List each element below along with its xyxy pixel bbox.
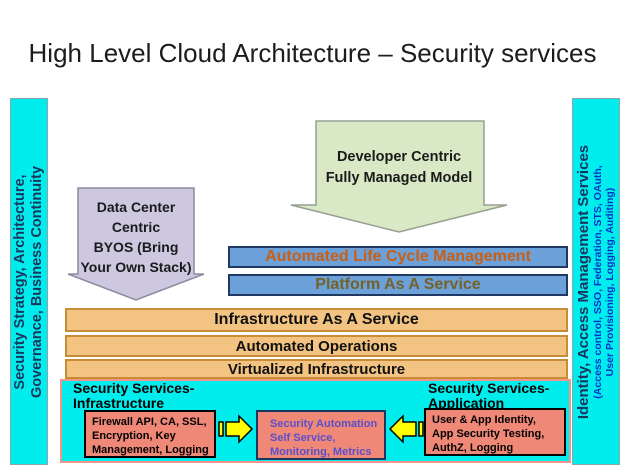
data-center-line: Centric <box>111 219 161 235</box>
data-center-line: BYOS (Bring <box>93 239 179 255</box>
arrow-tail-stripe <box>418 421 424 437</box>
diagram-title: High Level Cloud Architecture – Security… <box>28 38 597 68</box>
developer-centric-down-arrow-icon <box>290 120 508 233</box>
layer-automated-lifecycle-management: Automated Life Cycle Management <box>228 246 568 268</box>
security-automation-box: Security Automation Self Service, Monito… <box>256 410 386 460</box>
application-security-box: User & App Identity, App Security Testin… <box>424 408 566 456</box>
layer-virtualized-infrastructure: Virtualized Infrastructure <box>65 359 568 379</box>
data-center-line: Data Center <box>96 199 176 215</box>
right-sidebar-title: Identity, Access Management Services <box>575 144 592 419</box>
security-services-application-label: Security Services- Application <box>428 381 549 411</box>
left-sidebar-line: Governance, Business Continuity <box>29 165 45 398</box>
box-line: Self Service, <box>270 432 336 444</box>
layer-platform-as-a-service: Platform As A Service <box>228 274 568 296</box>
box-line: Security Automation <box>270 418 378 430</box>
box-line: User & App Identity, <box>432 414 536 426</box>
left-sidebar-line: Security Strategy, Architecture, <box>12 173 28 390</box>
right-sidebar-subtitle-line: (Access control, SSO, Federation, STS, O… <box>592 164 604 399</box>
box-line: Encryption, Key <box>92 430 176 442</box>
box-line: Firewall API, CA, SSL, <box>92 416 207 428</box>
box-line: App Security Testing, <box>432 428 545 440</box>
label-line: Security Services- <box>428 380 550 396</box>
down-arrow-shape <box>67 187 205 301</box>
right-arrow-icon <box>218 414 254 444</box>
right-arrow-shape <box>225 414 254 444</box>
down-arrow-shape <box>290 120 508 233</box>
data-center-centric-down-arrow-icon <box>67 187 205 301</box>
left-sidebar-security-strategy: Security Strategy, Architecture, Governa… <box>10 98 48 465</box>
layer-automated-operations: Automated Operations <box>65 335 568 357</box>
left-sidebar-rotated-text: Security Strategy, Architecture, Governa… <box>12 102 46 462</box>
left-arrow-shape <box>388 414 417 444</box>
data-center-centric-label: Data Center Centric BYOS (Bring Your Own… <box>66 197 206 277</box>
developer-centric-label: Developer Centric Fully Managed Model <box>288 147 510 189</box>
arrow-tail-stripe <box>218 421 224 437</box>
box-line: Monitoring, Metrics <box>270 446 372 458</box>
developer-centric-line: Fully Managed Model <box>325 170 473 186</box>
label-line: Application <box>428 395 505 411</box>
right-sidebar-rotated-text: Identity, Access Management Services (Ac… <box>575 102 616 462</box>
security-services-infrastructure-label: Security Services- Infrastructure <box>73 381 194 411</box>
label-line: Security Services- <box>73 380 195 396</box>
right-sidebar-identity-access: Identity, Access Management Services (Ac… <box>572 98 620 465</box>
left-arrow-icon <box>388 414 424 444</box>
infrastructure-security-box: Firewall API, CA, SSL, Encryption, Key M… <box>84 410 216 458</box>
box-line: Management, Logging <box>92 444 209 456</box>
layer-infrastructure-as-a-service: Infrastructure As A Service <box>65 308 568 332</box>
right-sidebar-subtitle-line: User Provisioning, Logging, Auditing) <box>604 187 616 376</box>
box-line: AuthZ, Logging <box>432 442 514 454</box>
data-center-line: Your Own Stack) <box>80 259 192 275</box>
developer-centric-line: Developer Centric <box>336 149 462 165</box>
label-line: Infrastructure <box>73 395 165 411</box>
